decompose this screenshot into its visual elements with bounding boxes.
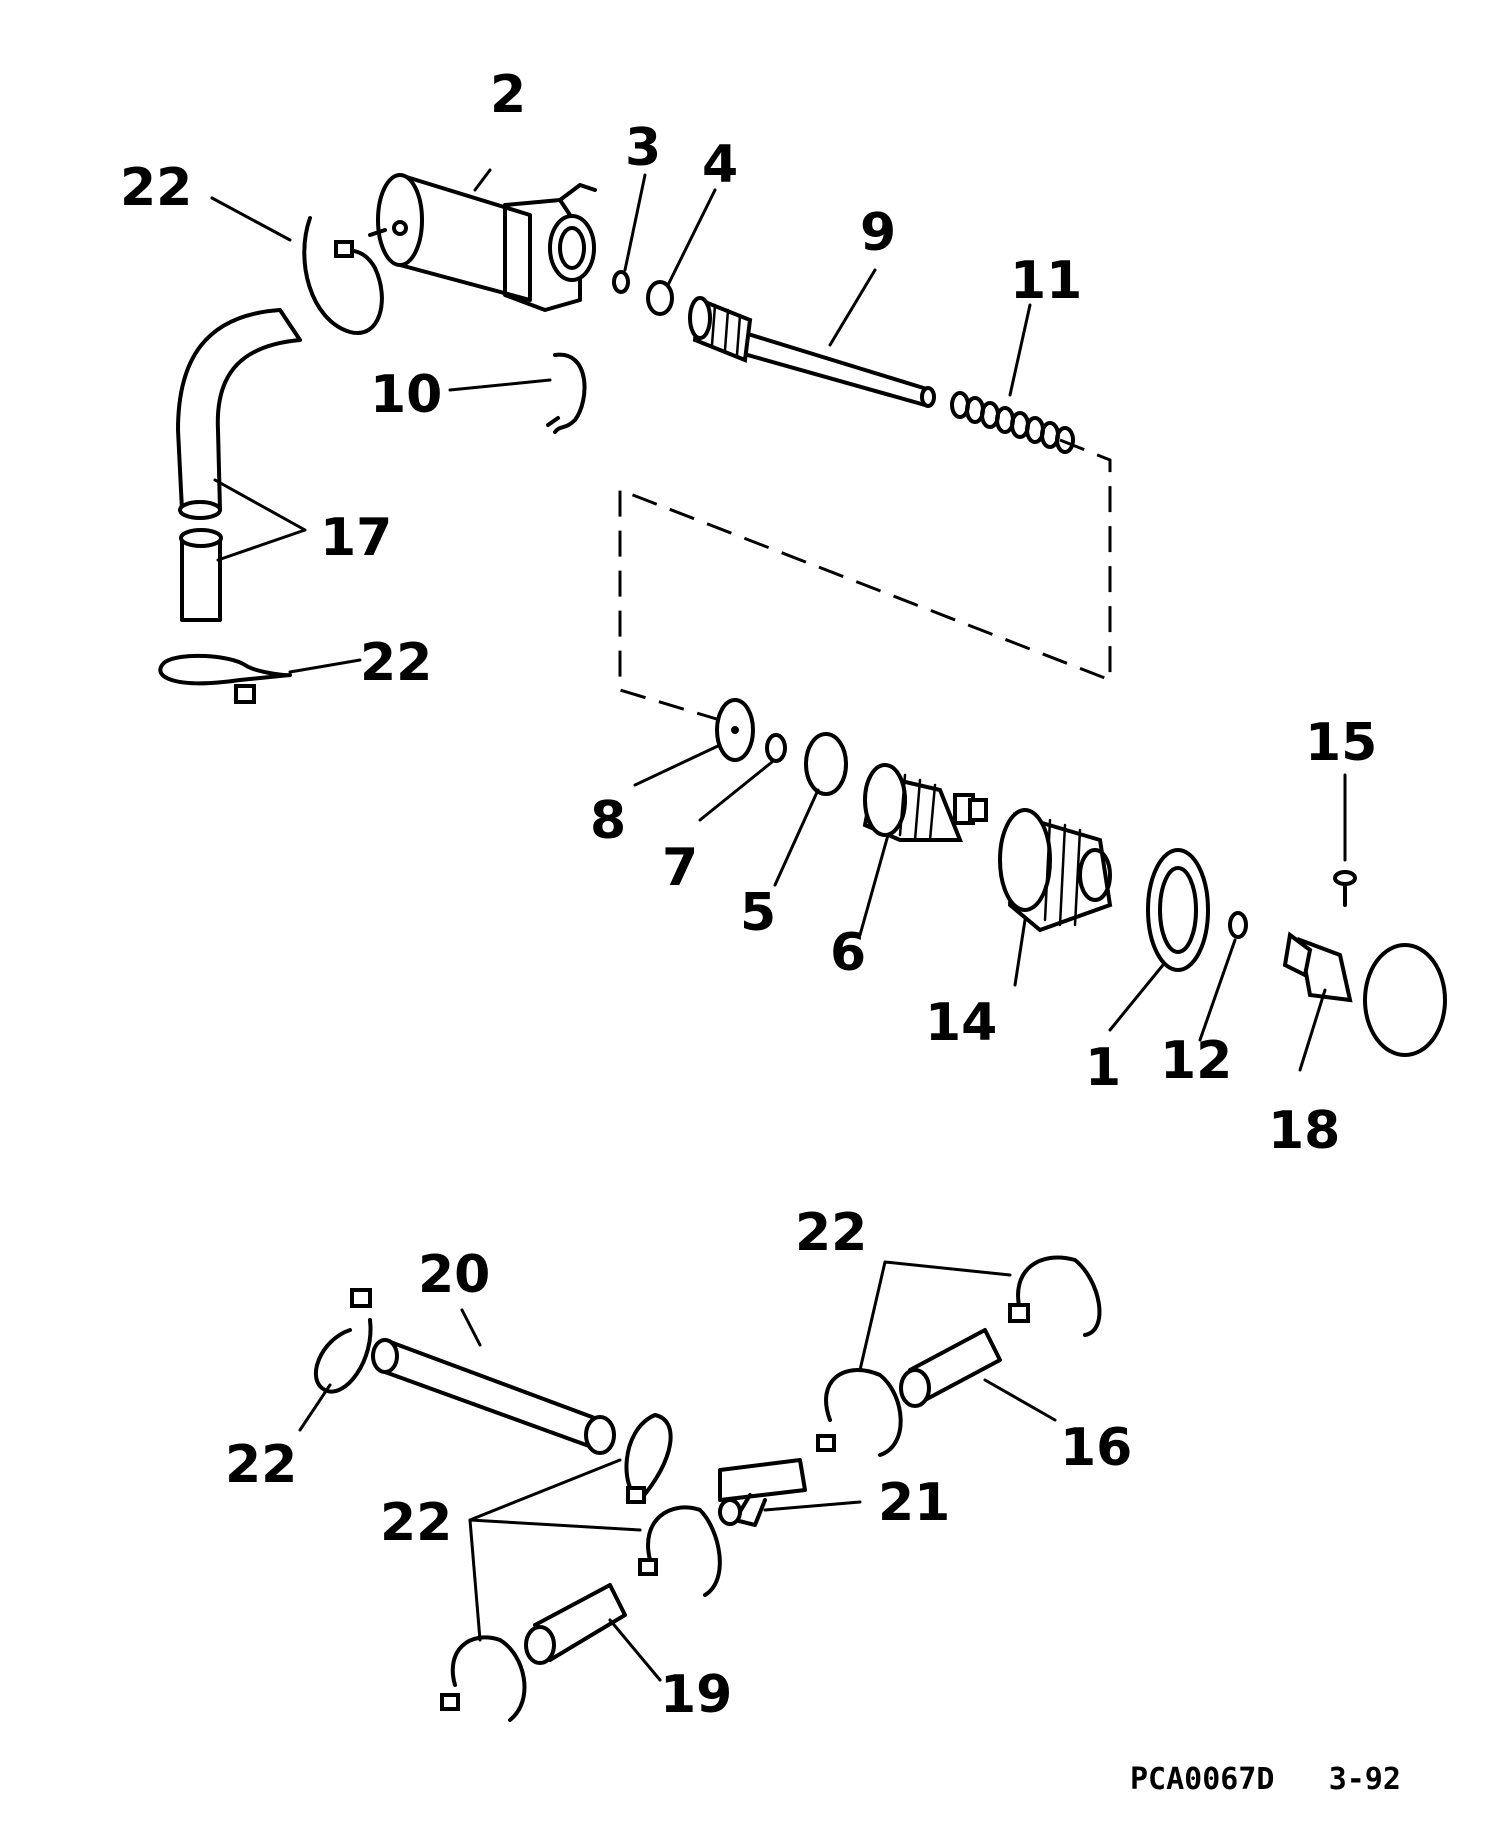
callout-16: 16	[1060, 1418, 1132, 1478]
part-8-washer	[715, 698, 755, 762]
leader-lines	[210, 168, 1347, 1682]
callout-20: 20	[418, 1245, 490, 1305]
part-22-clamp-left	[313, 1288, 373, 1394]
part-18-choke-knob	[1282, 931, 1447, 1057]
part-22-clamp-top-right	[1008, 1255, 1102, 1337]
callout-11: 11	[1010, 251, 1082, 311]
callout-3: 3	[625, 118, 661, 178]
part-6-switch-body	[862, 763, 988, 842]
callout-2: 2	[490, 65, 526, 125]
callout-5: 5	[740, 883, 776, 943]
part-4-o-ring	[646, 280, 674, 316]
part-22-clamp-middle	[638, 1505, 722, 1597]
callout-4: 4	[702, 135, 738, 195]
part-20-long-hose	[371, 1338, 616, 1455]
part-22-clamp-hose-end	[624, 1413, 673, 1504]
part-2-solenoid-housing	[368, 173, 597, 312]
figure-code: PCA0067D	[1130, 1762, 1275, 1797]
callout-7: 7	[662, 838, 698, 898]
part-14-nut	[998, 808, 1113, 933]
part-12-small-o-ring	[1228, 911, 1248, 939]
part-1-lock-ring	[1146, 848, 1210, 972]
callout-6: 6	[830, 923, 866, 983]
callout-8: 8	[590, 791, 626, 851]
callout-22-top-left: 22	[120, 158, 192, 218]
figure-footer: PCA0067D 3-92	[1130, 1762, 1401, 1797]
callout-12: 12	[1160, 1031, 1232, 1091]
callout-15: 15	[1305, 713, 1377, 773]
callout-10: 10	[370, 365, 442, 425]
callout-22-hose: 22	[360, 633, 432, 693]
part-22-clamp-hose-bottom	[158, 653, 292, 704]
part-17-hose	[176, 308, 302, 622]
callout-14: 14	[925, 993, 997, 1053]
callout-1: 1	[1085, 1038, 1121, 1098]
page-number: 3-92	[1328, 1762, 1401, 1797]
callout-9: 9	[860, 203, 896, 263]
part-10-retaining-clip	[546, 352, 587, 434]
part-5-o-ring	[804, 732, 848, 796]
part-21-tee-fitting	[718, 1458, 807, 1527]
part-22-clamp-top	[302, 216, 384, 336]
callout-22-left: 22	[225, 1435, 297, 1495]
part-16-hose	[899, 1328, 1002, 1408]
part-15-screw	[1333, 870, 1357, 907]
part-22-clamp-center-right	[816, 1368, 903, 1457]
part-3-small-o-ring	[612, 270, 630, 294]
callout-19: 19	[660, 1665, 732, 1725]
callout-22-right: 22	[795, 1203, 867, 1263]
part-7-small-o-ring	[765, 733, 787, 763]
callout-22-group: 22	[380, 1493, 452, 1553]
part-22-clamp-bottom	[440, 1635, 527, 1722]
assembly-dashed-line	[618, 438, 1112, 722]
part-11-spring	[950, 391, 1075, 454]
part-19-short-hose	[524, 1583, 627, 1665]
callout-21: 21	[878, 1473, 950, 1533]
part-9-plunger	[688, 296, 936, 408]
callout-labels: 2 3 4 9 11 22 10 17 22 8 7 5 6 14 1 12 1…	[120, 65, 1377, 1725]
callout-18: 18	[1268, 1101, 1340, 1161]
callout-17: 17	[320, 508, 392, 568]
